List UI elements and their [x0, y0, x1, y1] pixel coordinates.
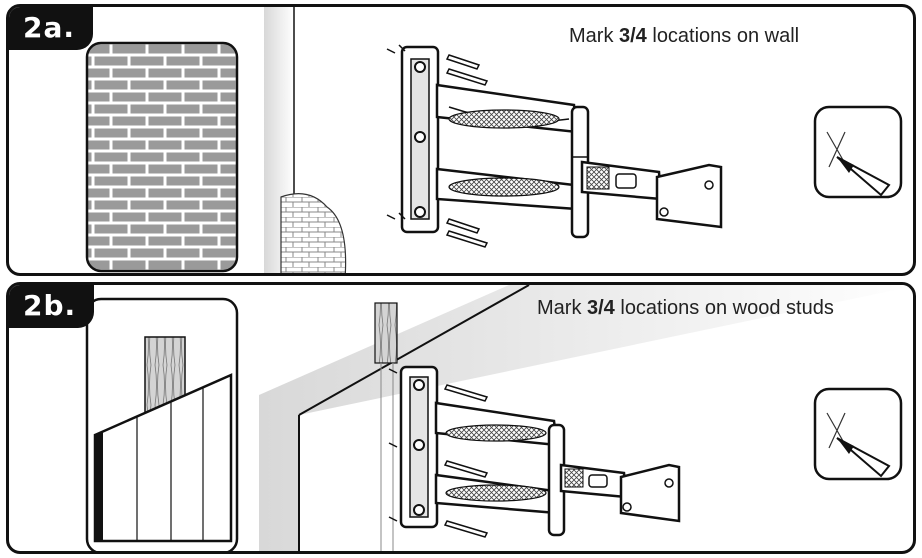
wood-screws [388, 368, 489, 538]
upper-arm [435, 83, 579, 134]
extension-arm [580, 160, 663, 201]
wall-plate [400, 45, 440, 234]
wall-perspective [259, 285, 913, 551]
step-label: 2b. [9, 285, 95, 328]
pencil-icon [837, 157, 854, 173]
tv-bracket [619, 463, 681, 523]
brick-cutaway [280, 193, 347, 273]
step-2a-panel: 2a. Mark 3/4 locations on wall [6, 4, 916, 276]
lower-arm [435, 167, 579, 211]
wall-plate [399, 365, 439, 529]
upper-arm [434, 401, 559, 447]
pencil-mark-inset [813, 105, 903, 199]
step-label: 2a. [9, 7, 94, 50]
wood-stud [374, 302, 398, 364]
step-caption: Mark 3/4 locations on wall [569, 25, 800, 47]
tv-bracket [655, 163, 723, 229]
step-2b-panel: 2b. Mark 3/4 locations on wood studs [6, 282, 916, 554]
wood-stud-inset [85, 297, 239, 551]
step-caption: Mark 3/4 locations on wood studs [537, 297, 834, 319]
lower-arm [434, 473, 559, 515]
brick-wall-inset [85, 41, 239, 273]
step-2b-illustration [85, 285, 913, 551]
pencil-mark-inset [813, 387, 903, 481]
pencil-icon [837, 438, 854, 454]
wall-anchors [386, 44, 489, 248]
extension-arm [559, 463, 628, 499]
step-2a-illustration [85, 7, 903, 273]
